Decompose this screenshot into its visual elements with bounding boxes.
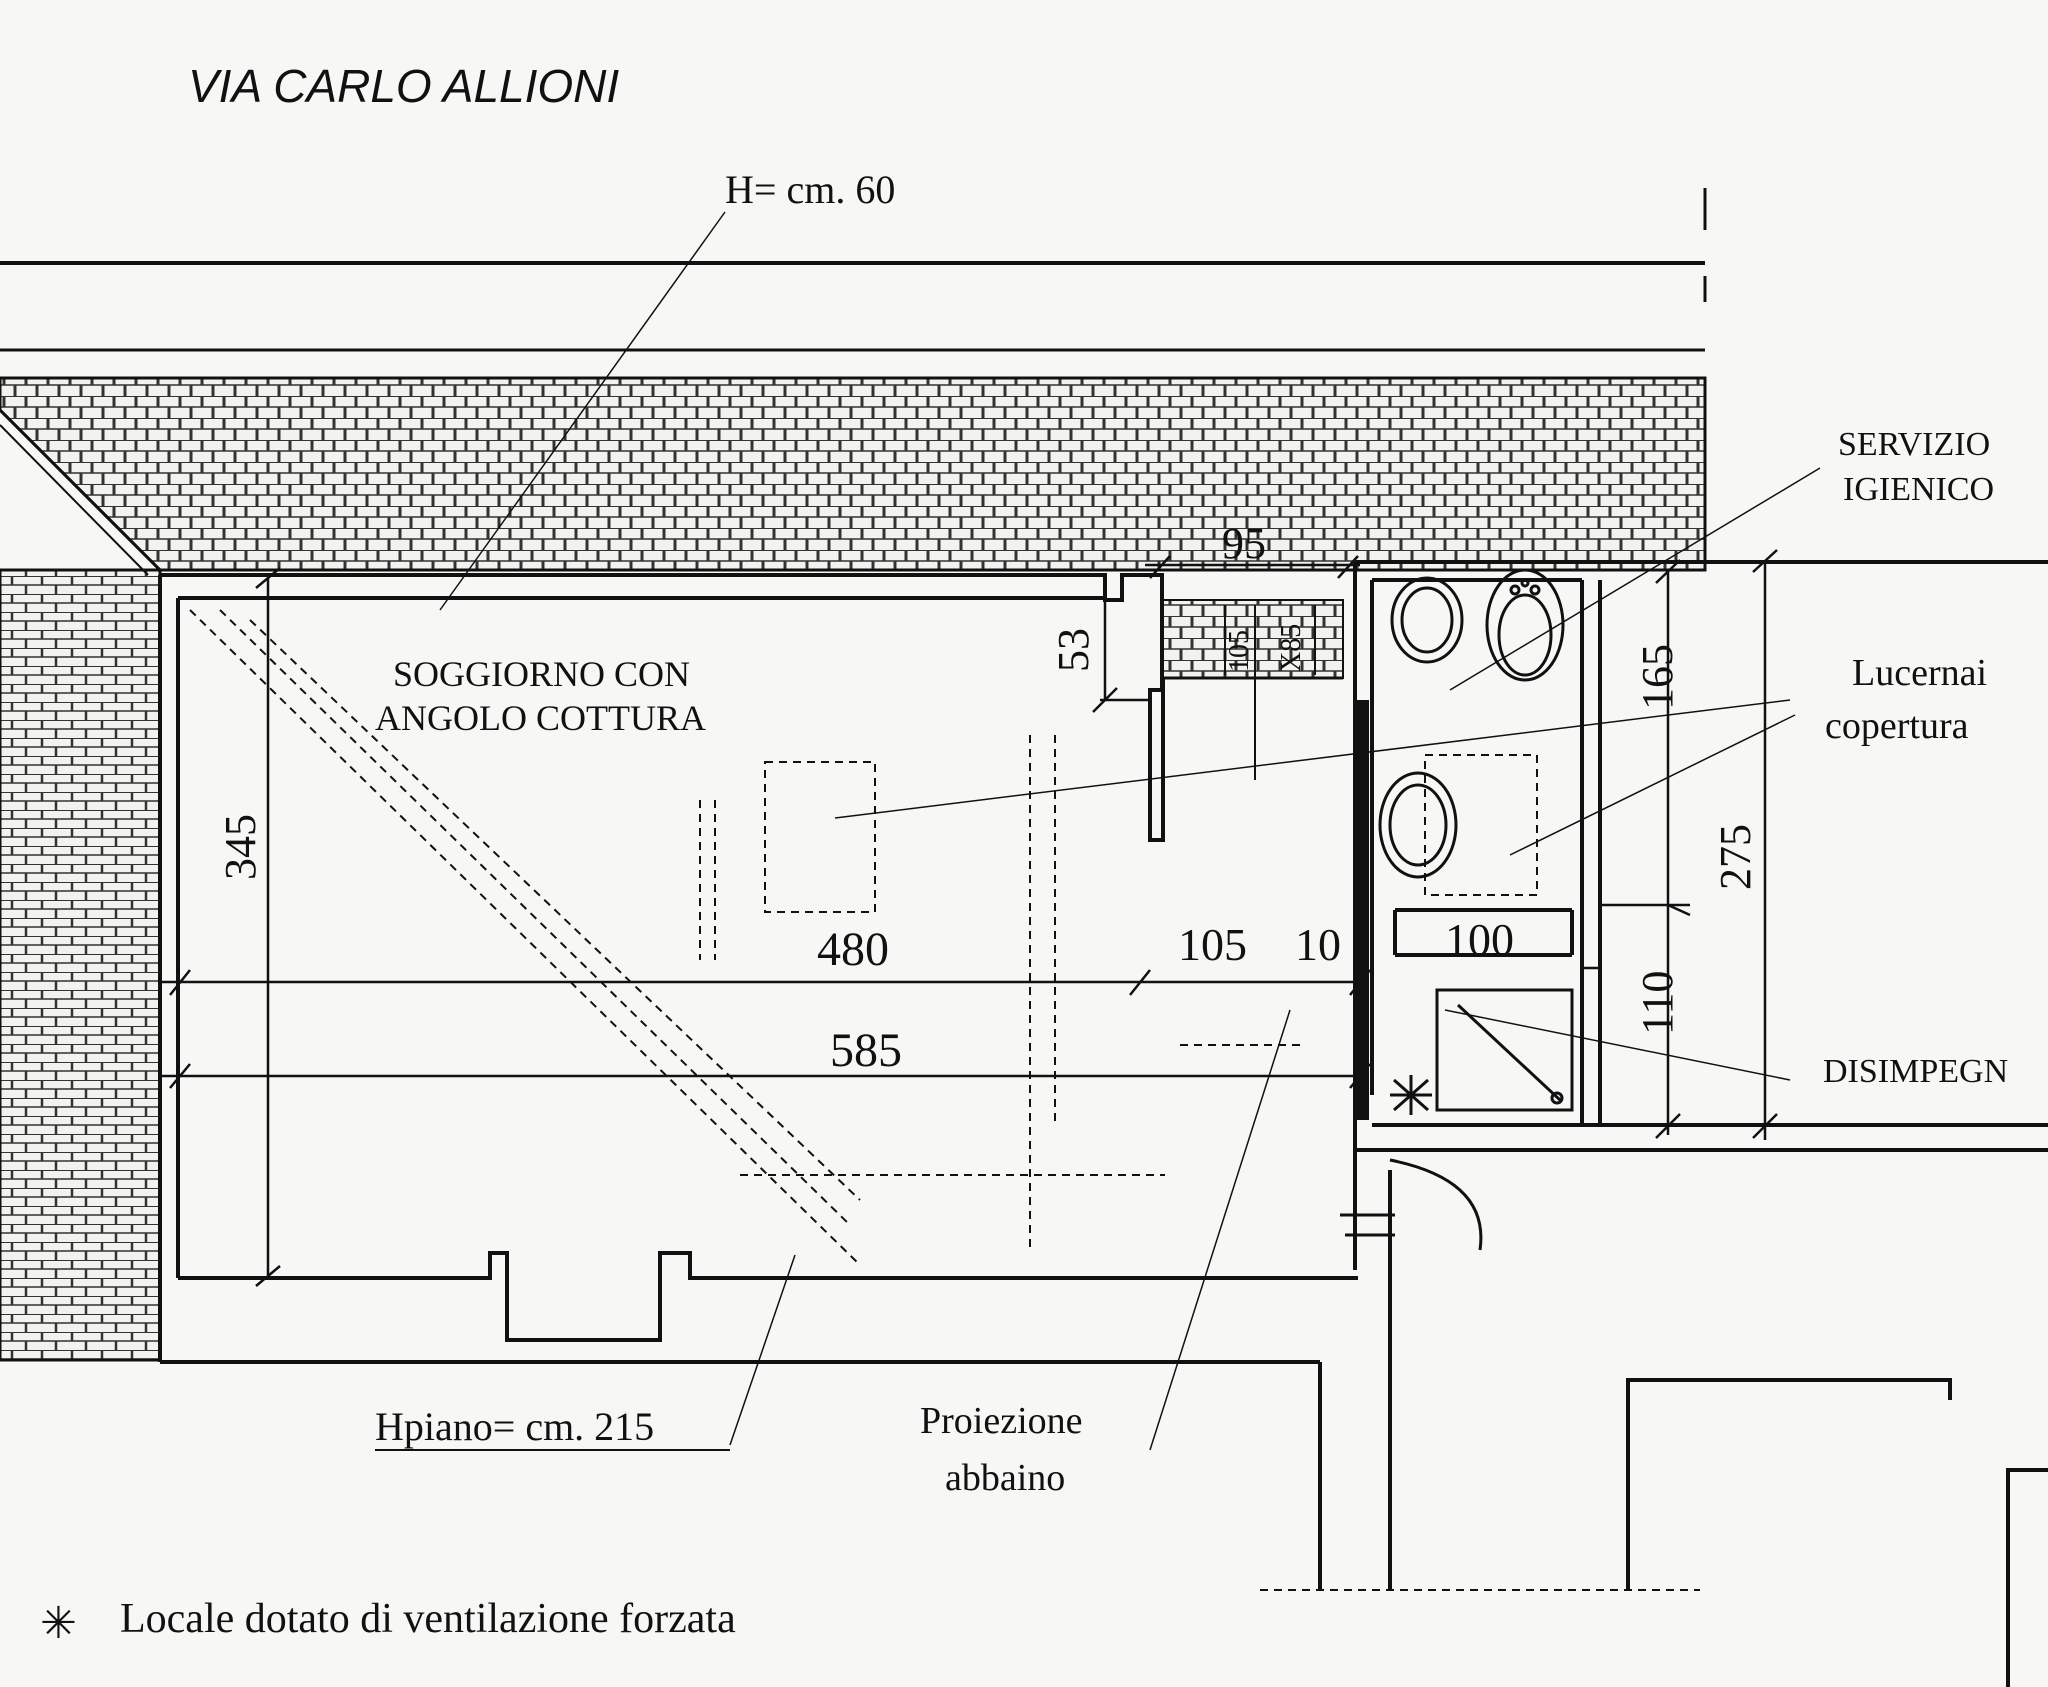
skylight-label-line2: copertura	[1825, 705, 1969, 747]
bathroom-label-line2: IGIENICO	[1843, 471, 1994, 508]
dimension-x85: X85	[1276, 624, 1307, 672]
recess-hatch	[1162, 599, 1344, 780]
dormer-projection-lines	[189, 609, 1700, 1591]
bathroom-fixtures	[1378, 568, 1574, 1112]
street-name: VIA CARLO ALLIONI	[188, 60, 619, 112]
skylight-label-line1: Lucernai	[1852, 652, 1987, 694]
dimension-53: 53	[1049, 628, 1098, 672]
roof-edge-lines	[0, 188, 1707, 352]
entry-door	[1340, 1158, 1483, 1251]
roof-tiles	[0, 376, 1707, 1362]
floor-height-annotation: Hpiano= cm. 215	[375, 1404, 654, 1449]
dimension-95: 95	[1222, 519, 1266, 568]
leader-lines	[439, 211, 1821, 1451]
living-room-label-line1: SOGGIORNO CON	[393, 654, 690, 694]
living-room-label-line2: ANGOLO COTTURA	[375, 698, 706, 738]
dimension-105: 105	[1178, 919, 1247, 970]
dormer-projection-label-line1: Proiezione	[920, 1400, 1083, 1442]
roof-height-annotation: H= cm. 60	[725, 167, 895, 212]
dimension-110: 110	[1633, 971, 1682, 1035]
dimension-100: 100	[1445, 914, 1514, 965]
dimension-165: 165	[1633, 644, 1682, 710]
hall-label: DISIMPEGN	[1823, 1053, 2008, 1090]
dimension-275: 275	[1711, 824, 1760, 890]
legend-text: Locale dotato di ventilazione forzata	[120, 1596, 736, 1642]
dimension-lines	[160, 549, 1778, 1287]
dimension-585: 585	[830, 1024, 902, 1077]
ventilation-symbol	[1390, 1075, 1432, 1115]
dimension-480: 480	[817, 923, 889, 976]
legend-ventilation-icon: ✳	[40, 1599, 77, 1648]
bathroom-label-line1: SERVIZIO	[1838, 426, 1990, 463]
dormer-projection-label-line2: abbaino	[945, 1457, 1065, 1499]
dimension-10: 10	[1295, 919, 1341, 970]
dimension-105-door: 105	[1224, 630, 1255, 672]
dimension-345: 345	[216, 814, 265, 880]
